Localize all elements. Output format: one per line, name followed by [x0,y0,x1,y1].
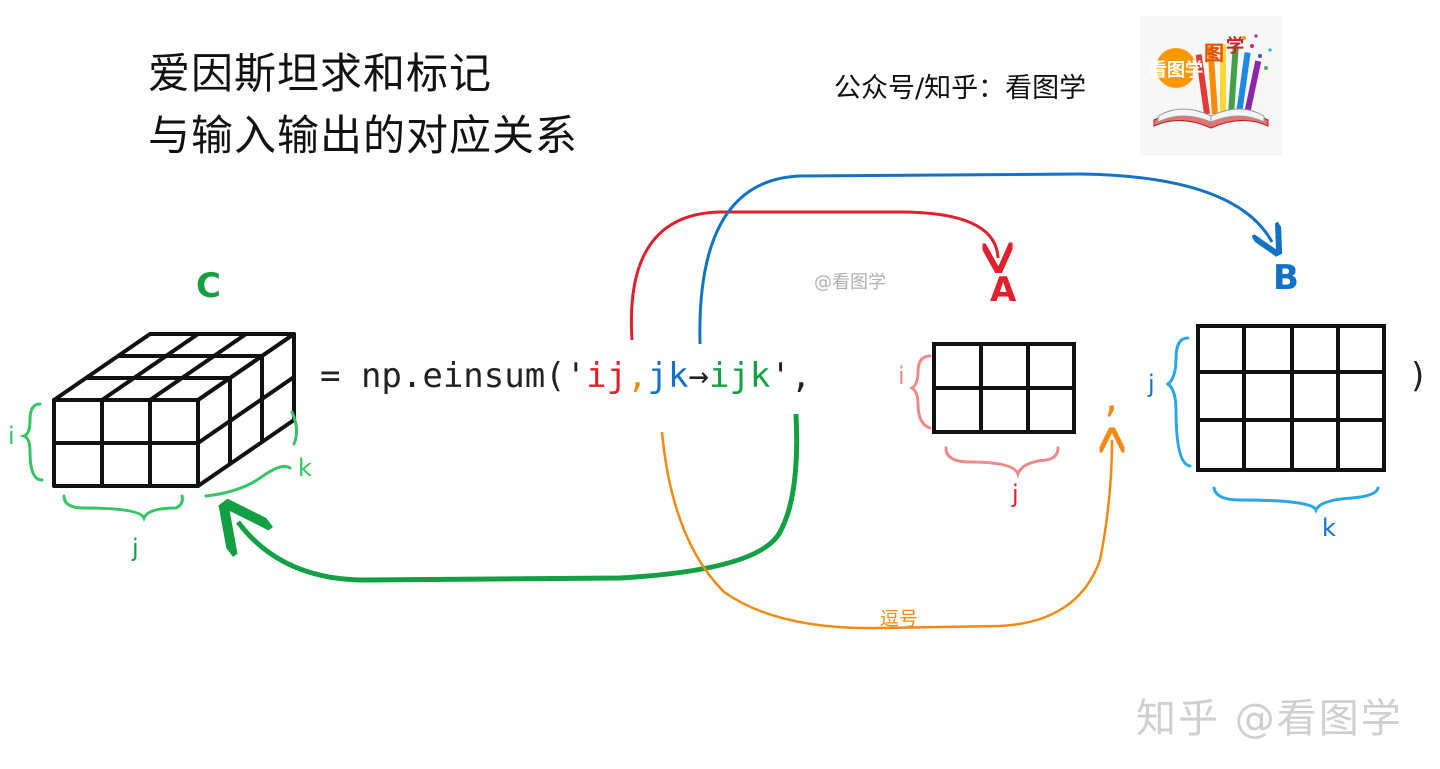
watermark-small: @看图学 [814,272,886,293]
tensor-c-box [52,332,296,488]
b-brace-k [1212,486,1380,515]
c-dim-k: k [298,454,312,482]
a-brace-i [909,354,932,430]
a-dim-j: j [1012,480,1019,508]
watermark-big: 知乎 @看图学 [1136,696,1403,742]
c-dim-i: i [8,422,15,450]
b-dim-j: j [1148,370,1155,398]
c-brace-i [19,402,44,482]
subscript-output: ijk [708,356,771,396]
arrow-jk-to-b [698,172,1272,345]
close-paren: ) [1408,356,1429,396]
subscript-a: ij [586,356,628,396]
account-label: 公众号/知乎：看图学 [834,73,1087,104]
einsum-expression: = np.einsum('ij,jk→ijk', [320,356,832,396]
svg-text:图: 图 [1204,41,1224,65]
label-matrix-b: B [1273,258,1299,298]
logo-text: 看图学 [1148,59,1203,81]
b-brace-j [1165,336,1192,468]
comma-between-operands: , [1100,376,1123,420]
title-line-2: 与输入输出的对应关系 [148,111,579,160]
book-logo-icon: 看图学 图 学 [1148,34,1272,129]
code-suffix: ', [770,356,832,396]
title-line-1: 爱因斯坦求和标记 [148,49,493,98]
a-dim-i: i [898,362,905,390]
svg-text:学: 学 [1226,35,1244,57]
arrow-comma [660,432,1112,630]
arrow-ijk-to-c [238,413,800,583]
comma-separator: , [627,356,648,396]
code-prefix: = np.einsum(' [320,356,587,396]
arrow-symbol: → [688,356,709,396]
c-brace-j [62,494,184,523]
label-matrix-a: A [990,270,1017,310]
label-tensor-c: C [196,266,221,306]
c-brace-k [204,464,292,498]
matrix-a-grid [932,342,1076,434]
logo: 看图学 图 学 [1140,16,1282,156]
matrix-b-grid [1196,324,1386,472]
c-dim-j: j [132,534,139,562]
b-dim-k: k [1322,514,1336,542]
a-brace-j [944,446,1060,479]
comma-note: 逗号 [880,608,919,630]
subscript-b: jk [647,356,689,396]
